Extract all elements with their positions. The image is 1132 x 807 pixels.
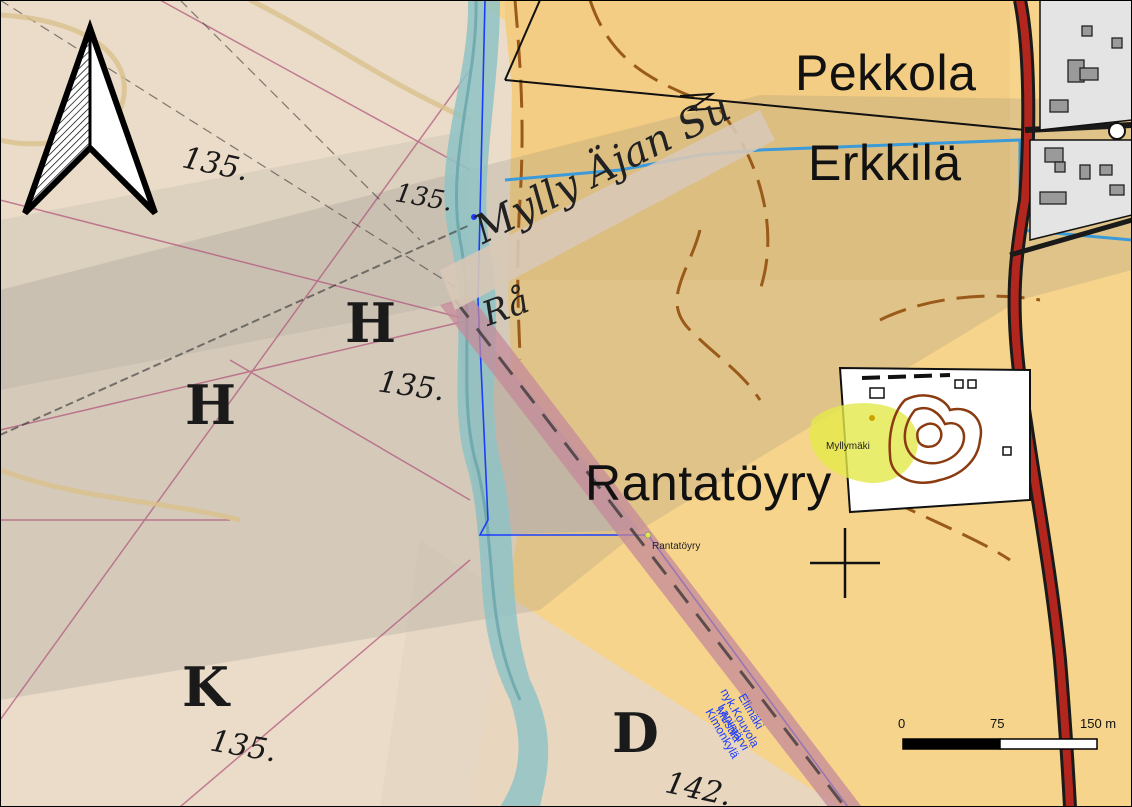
road-end-circle [1108, 122, 1126, 140]
north-arrow-icon [22, 18, 158, 216]
scale-bar [902, 738, 1098, 750]
point-label-myllymaki: Myllymäki [826, 441, 870, 452]
farm-buildings [869, 379, 1012, 456]
old-map-overlay [0, 0, 520, 807]
dotted-old-line [0, 224, 471, 436]
script-ribbon [440, 110, 775, 310]
scale-label-0: 0 [898, 716, 906, 731]
place-label-rantatoyry: Rantatöyry [585, 455, 832, 511]
old-map-letter-d: D [612, 701, 659, 765]
crosshair-icon [810, 528, 880, 598]
power-line [504, 0, 1026, 131]
side-road-2 [1009, 217, 1132, 258]
old-map-number-135-c: 135. [375, 364, 447, 409]
river [444, 0, 549, 807]
rantatoyry-point [644, 531, 652, 539]
border-point [471, 214, 477, 220]
settlement-area [1039, 0, 1132, 131]
river-dark [454, 0, 522, 701]
scale-label-75: 75 [990, 716, 1005, 731]
old-map-letter-k: K [182, 655, 229, 719]
grey-band [0, 95, 1132, 700]
old-map-dashed-lines [0, 0, 461, 291]
place-label-erkkila: Erkkilä [808, 135, 962, 191]
old-border-band [440, 295, 862, 807]
myllymaki-point [869, 415, 875, 421]
old-map-letter-h1: H [345, 291, 397, 355]
old-map-letter-h2: H [185, 373, 237, 437]
farm-buildings-dashed [861, 373, 951, 380]
scale-label-150: 150 m [1080, 716, 1117, 731]
buildings [1039, 25, 1125, 205]
place-label-pekkola: Pekkola [795, 45, 977, 101]
hill-contours [888, 394, 983, 484]
point-label-rantatoyry: Rantatöyry [652, 541, 701, 552]
old-map-lines [0, 0, 471, 807]
